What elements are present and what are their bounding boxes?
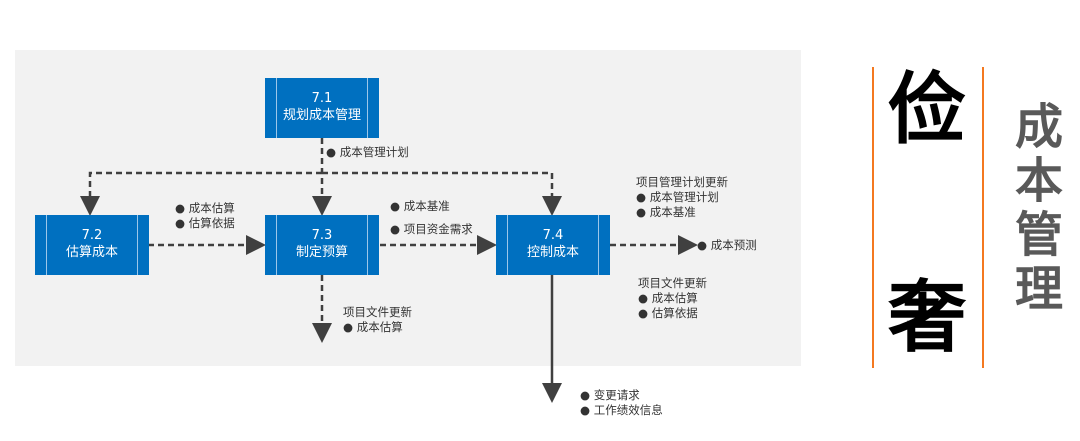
label-control-output: ● 变更请求● 工作绩效信息 (580, 388, 663, 418)
big-char-top: 俭 (888, 65, 967, 155)
process-number: 7.4 (542, 228, 564, 243)
label-line: ● 变更请求 (580, 388, 640, 402)
divider-left (872, 67, 874, 368)
side-title: 成本管理 (1014, 99, 1063, 317)
divider-right (982, 67, 984, 368)
label-line: ● 估算依据 (638, 306, 698, 320)
label-line: ● 成本估算 (175, 201, 235, 215)
process-7-1[interactable]: 7.1 规划成本管理 (265, 78, 379, 138)
arrow-to-7.4 (322, 171, 562, 216)
label-baseline: ● 成本基准 (390, 199, 450, 213)
process-7-2[interactable]: 7.2 估算成本 (35, 215, 149, 275)
process-number: 7.2 (81, 228, 103, 243)
label-line: ● 成本估算 (343, 320, 403, 334)
process-name: 制定预算 (295, 245, 348, 260)
label-line: ● 成本估算 (638, 291, 698, 305)
process-number: 7.1 (311, 91, 333, 106)
label-line: 项目管理计划更新 (636, 175, 728, 189)
arrow-to-7.2 (80, 171, 322, 216)
process-name: 控制成本 (526, 245, 579, 260)
label-line: ● 估算依据 (175, 216, 235, 230)
process-name: 规划成本管理 (282, 108, 361, 123)
process-name: 估算成本 (65, 245, 118, 260)
process-7-4[interactable]: 7.4 控制成本 (496, 215, 610, 275)
label-estimate-output: ● 成本估算● 估算依据 (175, 201, 235, 231)
diagram-panel (15, 50, 801, 366)
label-budget-doc-update: 项目文件更新● 成本估算 (343, 305, 412, 335)
label-line: 项目文件更新 (343, 305, 412, 319)
label-control-doc-update: 项目文件更新● 成本估算● 估算依据 (638, 276, 707, 321)
label-funding: ● 项目资金需求 (390, 222, 473, 236)
process-number: 7.3 (311, 228, 333, 243)
label-line: ● 成本管理计划 (636, 190, 719, 204)
label-plan-output: ● 成本管理计划 (326, 145, 409, 159)
label-line: ● 工作绩效信息 (580, 403, 663, 417)
label-line: ● 成本基准 (636, 205, 696, 219)
label-line: 项目文件更新 (638, 276, 707, 290)
big-char-bottom: 奢 (888, 273, 967, 363)
label-forecast: ● 成本预测 (697, 238, 757, 252)
process-7-3[interactable]: 7.3 制定预算 (265, 215, 379, 275)
label-plan-update: 项目管理计划更新● 成本管理计划● 成本基准 (636, 175, 728, 220)
